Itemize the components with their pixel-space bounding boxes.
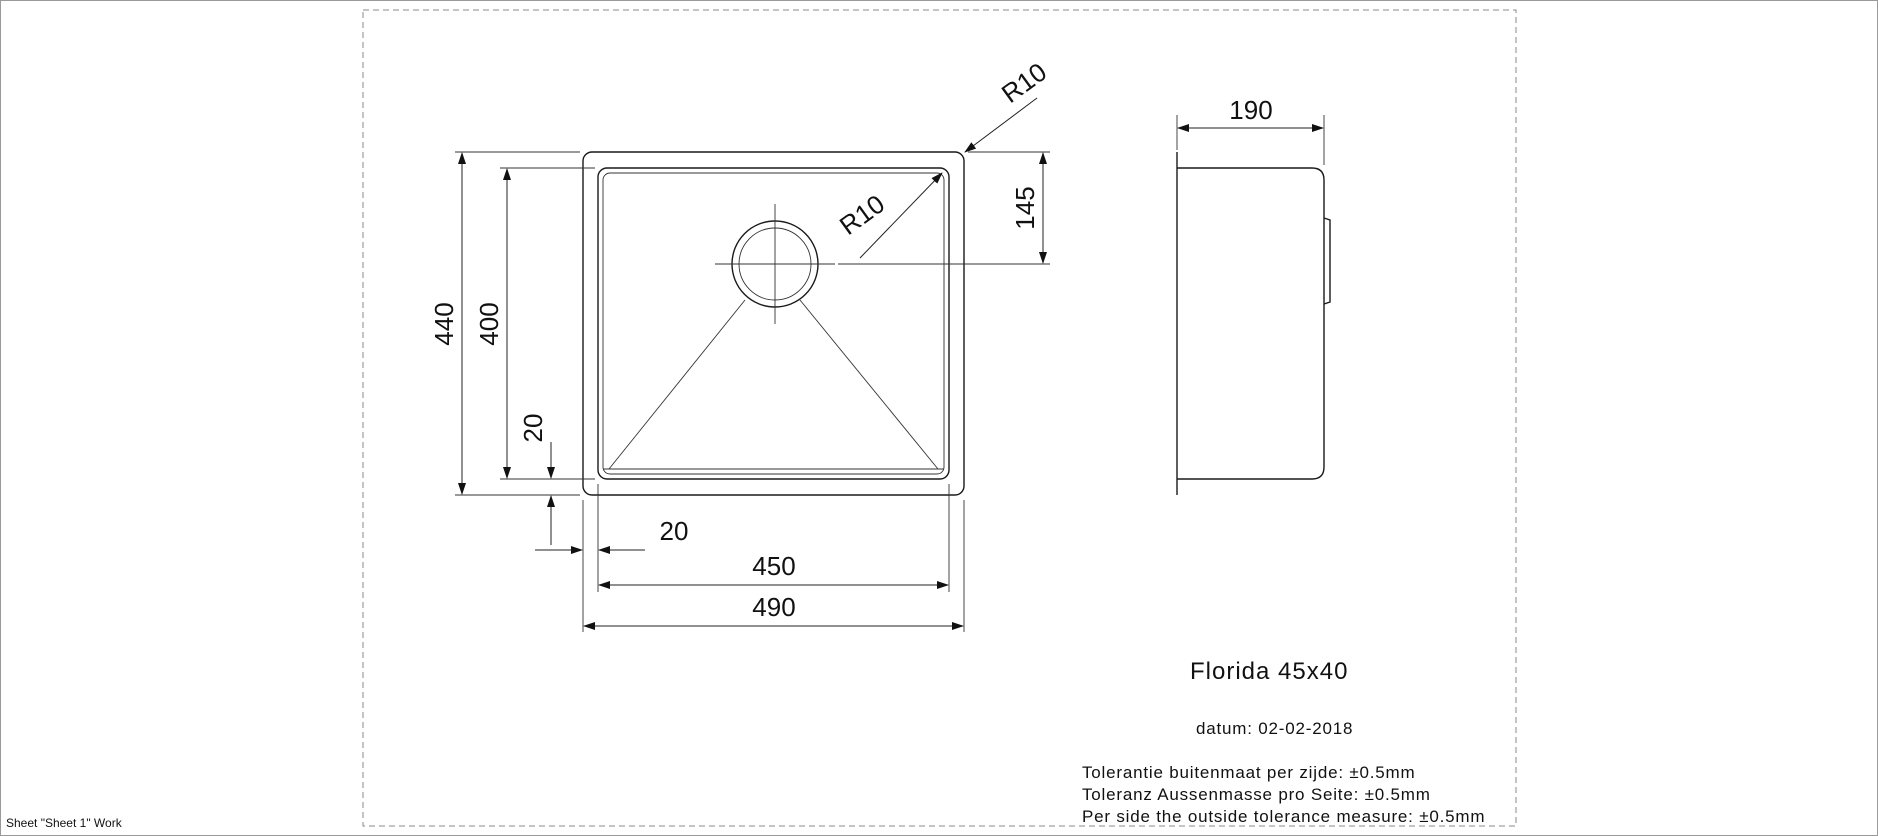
sink-side-view xyxy=(1176,152,1331,495)
dim-490-text: 490 xyxy=(752,592,795,622)
sheet-border xyxy=(362,9,1517,827)
title-block: Florida 45x40 datum: 02-02-2018 Tolerant… xyxy=(1082,658,1485,826)
sink-outer-rim xyxy=(582,151,965,496)
slope-line-right xyxy=(799,299,939,470)
slope-line-left xyxy=(608,299,746,470)
radius-outer-leader xyxy=(964,97,1038,153)
sink-inner-rim-1 xyxy=(597,167,950,480)
dim-20-h-text: 20 xyxy=(660,516,689,546)
side-bowl xyxy=(1177,167,1325,480)
dim-440-text: 440 xyxy=(429,302,459,345)
tolerance-nl: Tolerantie buitenmaat per zijde: ±0.5mm xyxy=(1082,763,1415,782)
dim-20-v-text: 20 xyxy=(518,414,548,443)
radius-outer-text: R10 xyxy=(996,57,1052,109)
tolerance-en: Per side the outside tolerance measure: … xyxy=(1082,807,1485,826)
drawing-date: datum: 02-02-2018 xyxy=(1196,719,1353,738)
drawing-title: Florida 45x40 xyxy=(1190,658,1348,685)
radius-inner-leader xyxy=(859,172,943,259)
radius-inner-text: R10 xyxy=(834,189,890,241)
sink-inner-rim-2 xyxy=(602,172,945,475)
dim-400-text: 400 xyxy=(474,302,504,345)
dim-450-text: 450 xyxy=(752,551,795,581)
tolerance-de: Toleranz Aussenmasse pro Seite: ±0.5mm xyxy=(1082,785,1431,804)
dimensions: 490 450 20 440 400 20 145 190 xyxy=(429,57,1325,632)
dim-190-text: 190 xyxy=(1229,95,1272,125)
sink-top-view xyxy=(582,151,965,496)
side-drain xyxy=(1323,217,1331,305)
sheet-status-label: Sheet "Sheet 1" Work xyxy=(6,816,122,830)
dim-145-text: 145 xyxy=(1010,186,1040,229)
